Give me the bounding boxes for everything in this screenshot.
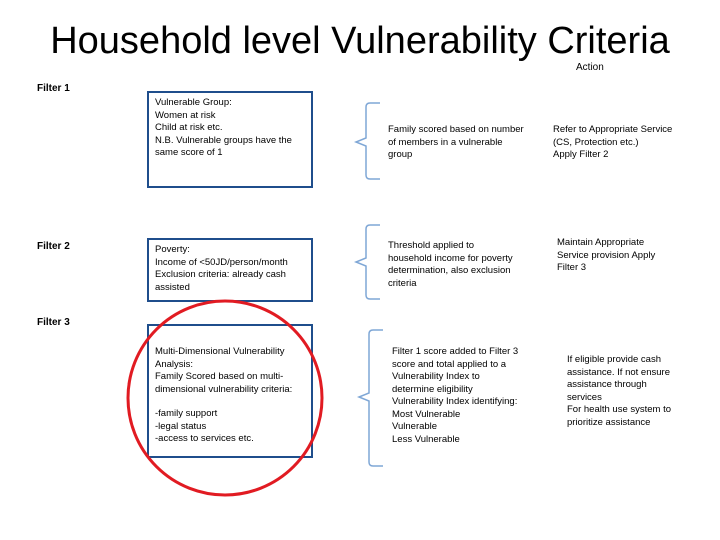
filter-2-action-line: Filter 3 — [557, 262, 587, 273]
filter-3-label: Filter 3 — [37, 317, 70, 328]
filter-3-criteria-spacer — [155, 396, 305, 408]
filter-2-method-line: criteria — [388, 277, 417, 289]
filter-1-action: Refer to Appropriate Service (CS, Protec… — [553, 124, 672, 162]
filter-2-criteria-line: Exclusion criteria: already cash — [155, 269, 286, 280]
filter-2-bracket — [353, 224, 380, 300]
filter-3-method-line: Filter 1 score added to Filter 3 — [392, 346, 519, 357]
filter-2-criteria-box: Poverty: Income of <50JD/person/month Ex… — [147, 238, 313, 302]
filter-2-method: Threshold applied to household income fo… — [388, 240, 513, 290]
filter-3-criteria-line: -access to services etc. — [155, 433, 254, 444]
filter-1-criteria-line: same score of 1 — [155, 147, 223, 158]
filter-3-criteria-line: -family support — [155, 408, 218, 419]
filter-2-action: Maintain Appropriate Service provision A… — [557, 237, 655, 275]
filter-3-method-line: Less Vulnerable — [392, 433, 460, 445]
filter-2-action-line: Maintain Appropriate — [557, 237, 645, 248]
filter-3-action: If eligible provide cash assistance. If … — [567, 354, 671, 429]
filter-3-action-line: assistance. If not ensure — [567, 366, 670, 378]
filter-2-method-line: determination, also exclusion — [388, 265, 511, 276]
filter-3-method-line: Vulnerability Index identifying: — [392, 396, 518, 407]
filter-3-method-line: determine eligibility — [392, 383, 473, 395]
filter-1-bracket — [353, 102, 380, 180]
filter-1-criteria-line: N.B. Vulnerable groups have the — [155, 134, 292, 146]
filter-2-method-line: Threshold applied to — [388, 240, 475, 251]
filter-3-criteria-line: Multi-Dimensional Vulnerability — [155, 346, 285, 357]
filter-3-action-line: If eligible provide cash — [567, 354, 661, 365]
filter-3-criteria-line: Family Scored based on multi- — [155, 371, 284, 382]
filter-3-action-line: prioritize assistance — [567, 416, 651, 428]
page-title: Household level Vulnerability Criteria — [50, 20, 670, 62]
action-column-header: Action — [576, 62, 604, 73]
filter-1-method-line: group — [388, 149, 413, 160]
filter-3-method-line: Vulnerability Index to — [392, 371, 480, 382]
filter-3-criteria-line: -legal status — [155, 420, 207, 432]
filter-2-action-line: Service provision Apply — [557, 249, 656, 261]
filter-1-action-line: Apply Filter 2 — [553, 149, 609, 160]
filter-1-criteria-line: Women at risk — [155, 109, 216, 121]
filter-2-criteria-line: Income of <50JD/person/month — [155, 256, 288, 268]
filter-3-method: Filter 1 score added to Filter 3 score a… — [392, 346, 518, 446]
filter-3-action-line: services — [567, 391, 602, 403]
filter-2-method-line: household income for poverty — [388, 252, 513, 264]
filter-3-method-line: Vulnerable — [392, 421, 438, 432]
filter-3-action-line: For health use system to — [567, 404, 672, 415]
filter-3-criteria-line: dimensional vulnerability criteria: — [155, 383, 293, 395]
filter-1-method-line: Family scored based on number — [388, 124, 524, 135]
filter-2-criteria-line: Poverty: — [155, 244, 190, 255]
filter-3-criteria-box: Multi-Dimensional Vulnerability Analysis… — [147, 324, 313, 458]
filter-1-action-line: Refer to Appropriate Service — [553, 124, 673, 135]
filter-1-criteria-box: Vulnerable Group: Women at risk Child at… — [147, 91, 313, 188]
filter-1-action-line: (CS, Protection etc.) — [553, 136, 639, 148]
filter-3-method-line: score and total applied to a — [392, 358, 507, 370]
filter-1-label: Filter 1 — [37, 83, 70, 94]
filter-1-criteria-line: Child at risk etc. — [155, 122, 223, 133]
filter-3-bracket — [356, 329, 383, 467]
filter-3-method-line: Most Vulnerable — [392, 408, 461, 420]
filter-3-criteria-line: Analysis: — [155, 358, 194, 370]
filter-1-criteria-line: Vulnerable Group: — [155, 97, 232, 108]
filter-1-method-line: of members in a vulnerable — [388, 136, 503, 148]
filter-1-method: Family scored based on number of members… — [388, 124, 524, 162]
filter-3-action-line: assistance through — [567, 379, 647, 390]
filter-2-label: Filter 2 — [37, 241, 70, 252]
filter-2-criteria-line: assisted — [155, 281, 190, 293]
